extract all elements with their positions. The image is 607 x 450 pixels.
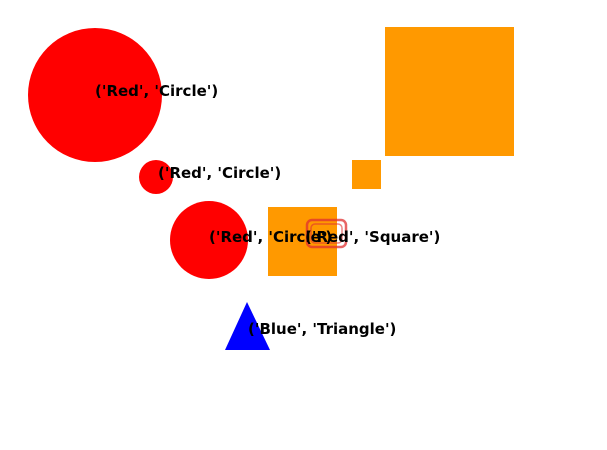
label-blue-triangle: ('Blue', 'Triangle') xyxy=(248,320,396,338)
red-circle-small xyxy=(139,160,173,194)
red-square-outline xyxy=(305,218,348,249)
label-red-circle-medium: ('Red', 'Circle') xyxy=(209,228,332,246)
red-circle-large xyxy=(28,28,162,162)
red-circle-medium xyxy=(170,201,248,279)
label-red-circle-small: ('Red', 'Circle') xyxy=(158,164,281,182)
orange-square-large xyxy=(385,27,514,156)
red-square-outline-inner xyxy=(310,223,343,244)
label-red-square: ('Red', 'Square') xyxy=(305,228,440,246)
label-red-circle-large: ('Red', 'Circle') xyxy=(95,82,218,100)
blue-triangle xyxy=(225,302,270,350)
orange-square-small xyxy=(352,160,381,189)
orange-square-medium xyxy=(268,207,337,276)
